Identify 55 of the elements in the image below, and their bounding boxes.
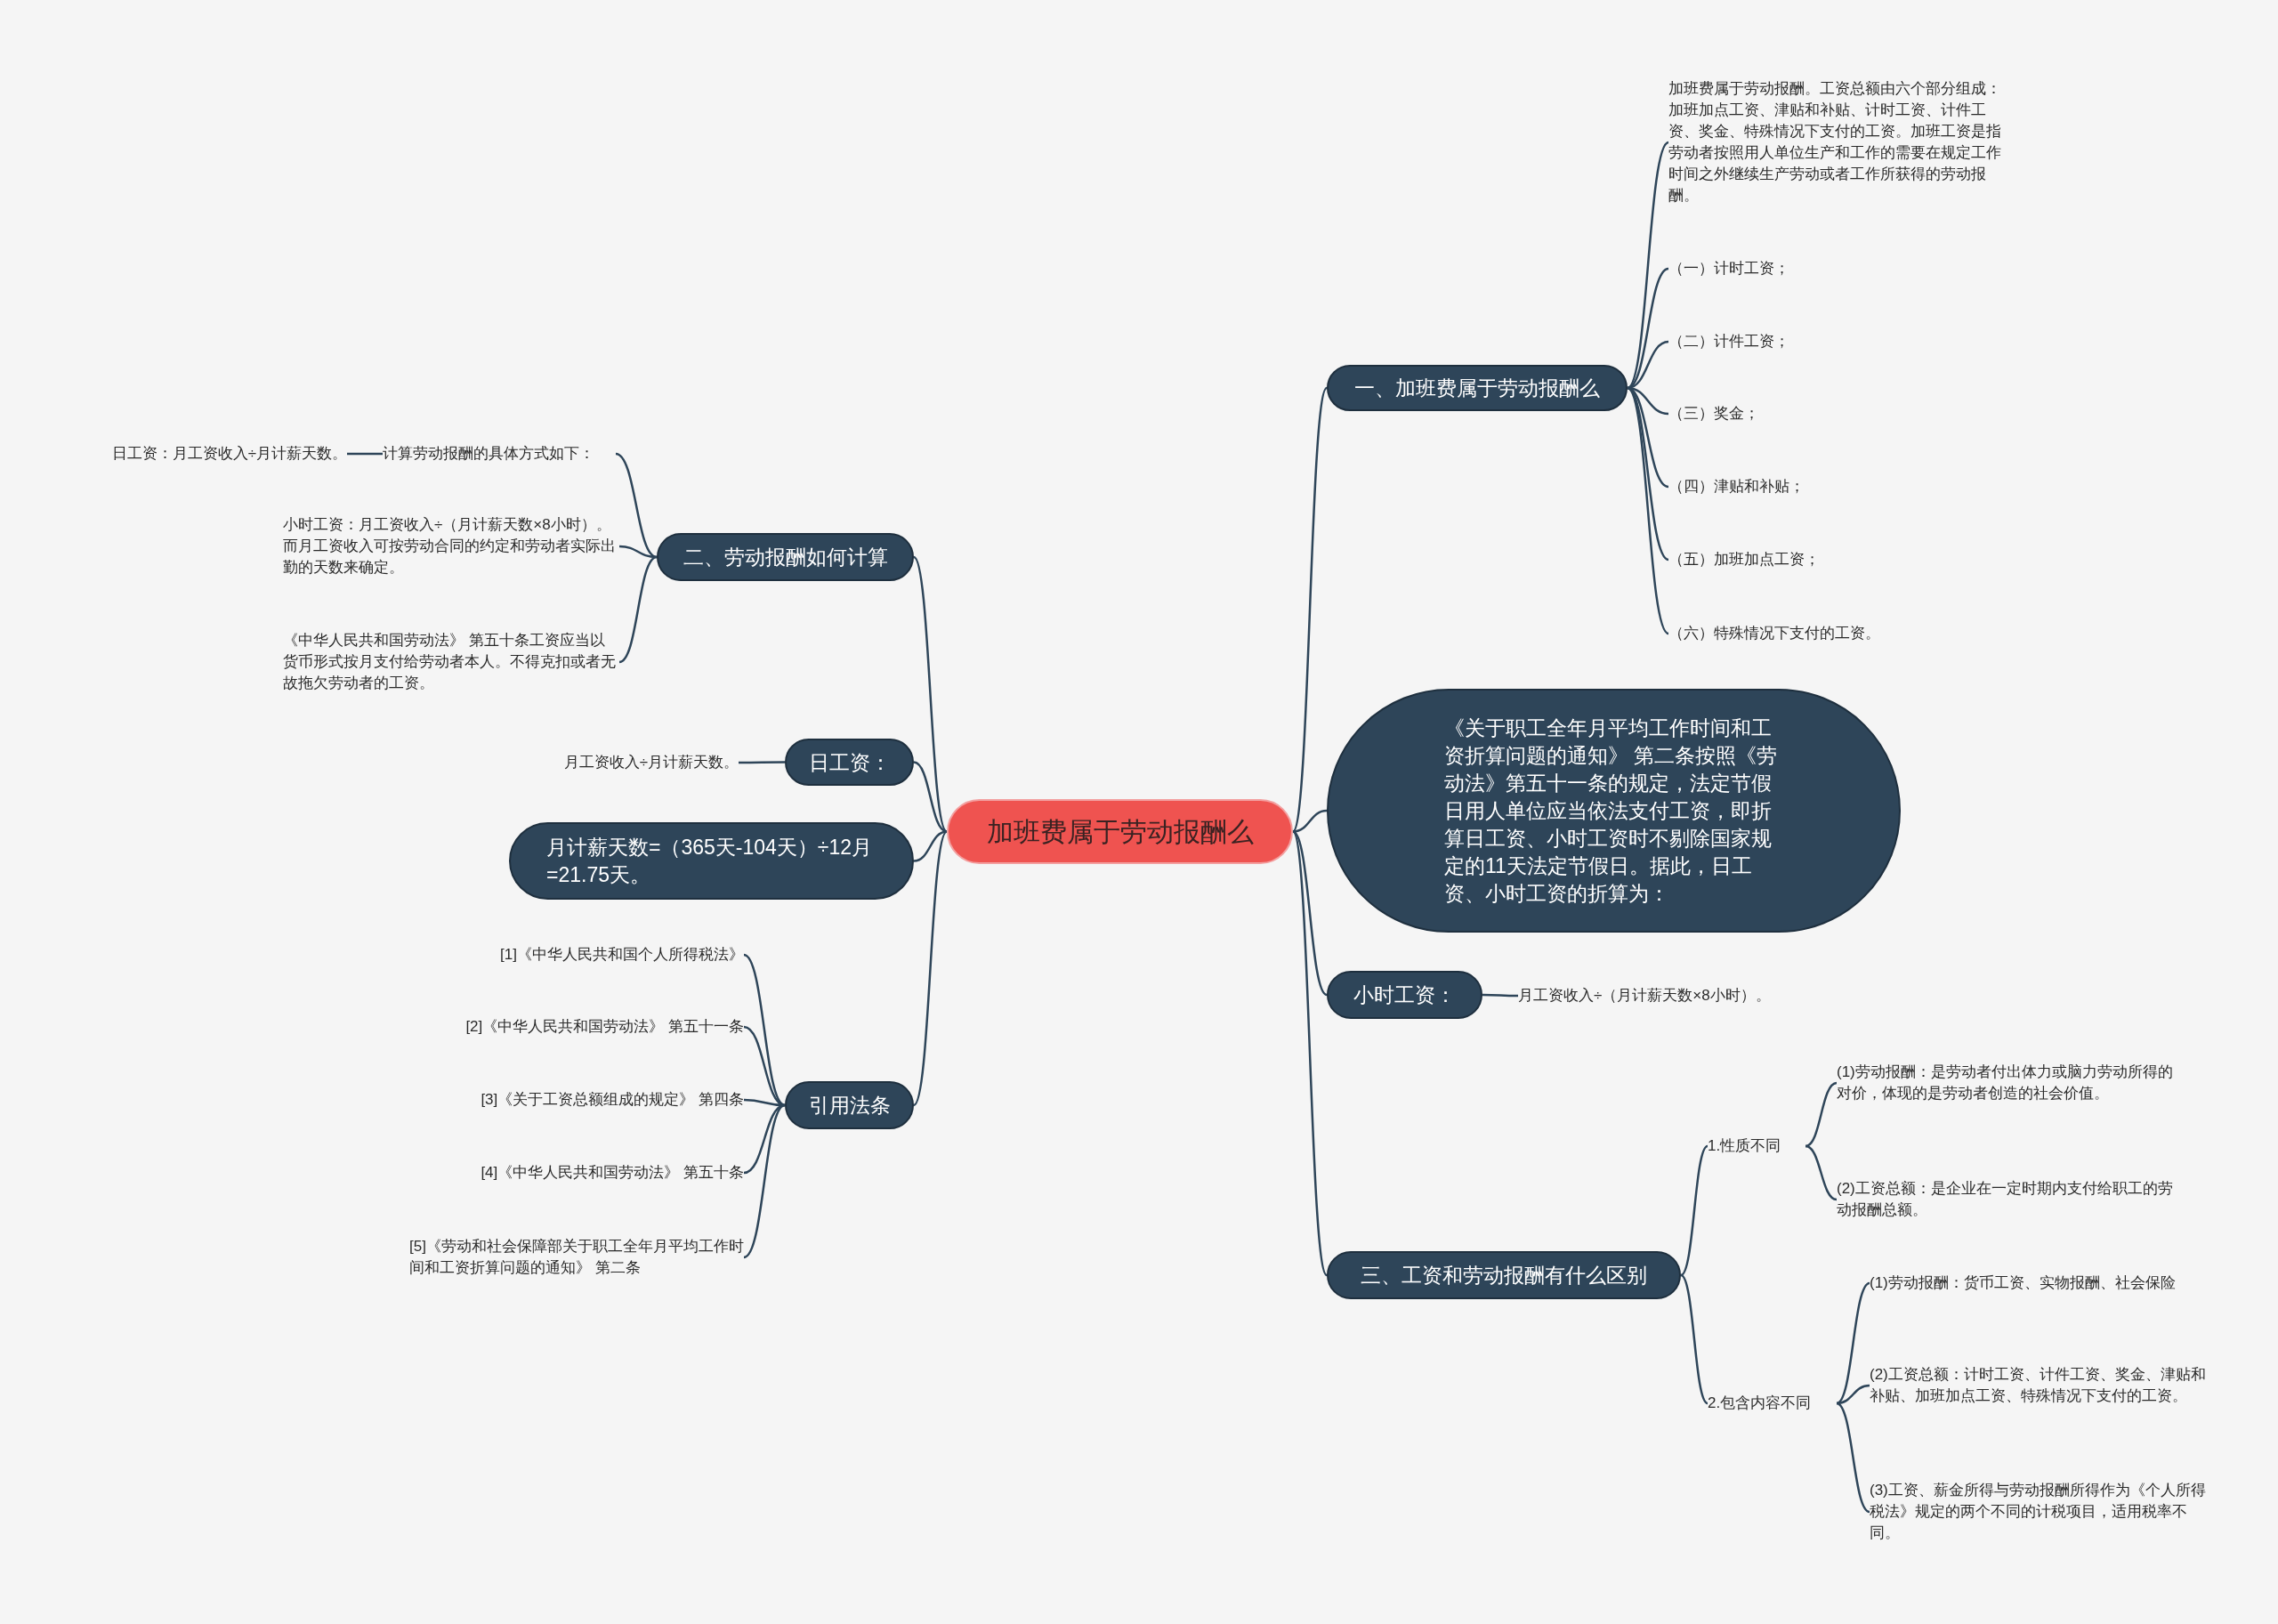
connector	[1805, 1144, 1838, 1201]
topic-pill: 三、工资和劳动报酬有什么区别	[1327, 1251, 1681, 1299]
connector	[347, 452, 383, 456]
topic-pill: 日工资：	[785, 739, 914, 786]
connector	[743, 1025, 786, 1107]
connector	[1627, 387, 1669, 634]
topic-text: [1]《中华人民共和国个人所得税法》	[374, 944, 744, 966]
topic-pill: 《关于职工全年月平均工作时间和工资折算问题的通知》 第二条按照《劳动法》第五十一条的规定，法定节假日用人单位应当依法支付工资，即折算日工资、小时工资时不剔除国家规定的11天法定节假日。据此，日工资、小时工资的折算为：	[1327, 689, 1901, 933]
topic-pill: 月计薪天数=（365天-104天）÷12月=21.75天。	[509, 822, 914, 900]
connector	[913, 830, 948, 862]
connector	[1680, 1145, 1708, 1276]
connector	[618, 555, 658, 664]
connector	[1805, 1081, 1838, 1148]
topic-text: 2.包含内容不同	[1708, 1393, 1837, 1414]
topic-text: (2)工资总额：计时工资、计件工资、奖金、津贴和补贴、加班加点工资、特殊情况下支付的工资。	[1870, 1364, 2212, 1407]
connector	[743, 1103, 786, 1259]
connector	[1836, 1402, 1870, 1514]
topic-text: (1)劳动报酬：货币工资、实物报酬、社会保险	[1870, 1273, 2212, 1294]
topic-pill: 一、加班费属于劳动报酬么	[1327, 365, 1628, 411]
topic-text: （六）特殊情况下支付的工资。	[1668, 623, 1935, 644]
connector	[1292, 809, 1328, 833]
topic-text: (1)劳动报酬：是劳动者付出体力或脑力劳动所得的对价，体现的是劳动者创造的社会价值。	[1837, 1062, 2184, 1104]
topic-text: 月工资收入÷（月计薪天数×8小时）。	[1518, 985, 1892, 1006]
connector	[739, 761, 785, 764]
connector	[1836, 1281, 1870, 1405]
connector	[1836, 1384, 1870, 1405]
connector	[615, 452, 658, 559]
topic-text: （五）加班加点工资；	[1668, 549, 1935, 570]
topic-pill: 小时工资：	[1327, 971, 1482, 1019]
topic-text: （三）奖金；	[1668, 403, 1935, 424]
topic-text: 月工资收入÷月计薪天数。	[516, 752, 739, 773]
topic-text: 日工资：月工资收入÷月计薪天数。	[62, 443, 347, 465]
topic-text: （一）计时工资；	[1668, 258, 1935, 279]
topic-text: (2)工资总额：是企业在一定时期内支付给职工的劳动报酬总额。	[1837, 1178, 2184, 1221]
connector	[913, 761, 948, 833]
topic-text: [4]《中华人民共和国劳动法》 第五十条	[374, 1162, 744, 1184]
topic-text: [3]《关于工资总额组成的规定》 第四条	[374, 1089, 744, 1111]
topic-text: [2]《中华人民共和国劳动法》 第五十一条	[374, 1016, 744, 1038]
topic-text: 计算劳动报酬的具体方式如下：	[383, 443, 616, 465]
topic-text: 《中华人民共和国劳动法》 第五十条工资应当以货币形式按月支付给劳动者本人。不得克扣或者无故拖欠劳动者的工资。	[283, 630, 619, 694]
central-topic: 加班费属于劳动报酬么	[947, 799, 1293, 864]
topic-text: 1.性质不同	[1708, 1135, 1805, 1157]
topic-pill: 二、劳动报酬如何计算	[657, 533, 914, 581]
topic-pill: 引用法条	[785, 1081, 914, 1129]
connector	[1680, 1274, 1708, 1404]
topic-text: （四）津贴和补贴；	[1668, 476, 1935, 497]
topic-text: 加班费属于劳动报酬。工资总额由六个部分组成：加班加点工资、津贴和补贴、计时工资、计件工资、奖金、特殊情况下支付的工资。加班工资是指劳动者按照用人单位生产和工作的需要在规定工作时间之外继续生产劳动或者工作所获得的劳动报酬。	[1668, 78, 2005, 206]
topic-text: (3)工资、薪金所得与劳动报酬所得作为《个人所得税法》规定的两个不同的计税项目，适用税率不同。	[1870, 1480, 2212, 1544]
connector	[1627, 141, 1669, 389]
topic-text: [5]《劳动和社会保障部关于职工全年月平均工作时间和工资折算问题的通知》 第二条	[409, 1236, 744, 1279]
topic-text: （二）计件工资；	[1668, 331, 1935, 352]
connector	[1482, 993, 1518, 998]
topic-text: 小时工资：月工资收入÷（月计薪天数×8小时）。而月工资收入可按劳动合同的约定和劳动者实际出勤的天数来确定。	[283, 514, 619, 578]
connector	[1292, 830, 1328, 996]
connector	[1627, 387, 1669, 561]
